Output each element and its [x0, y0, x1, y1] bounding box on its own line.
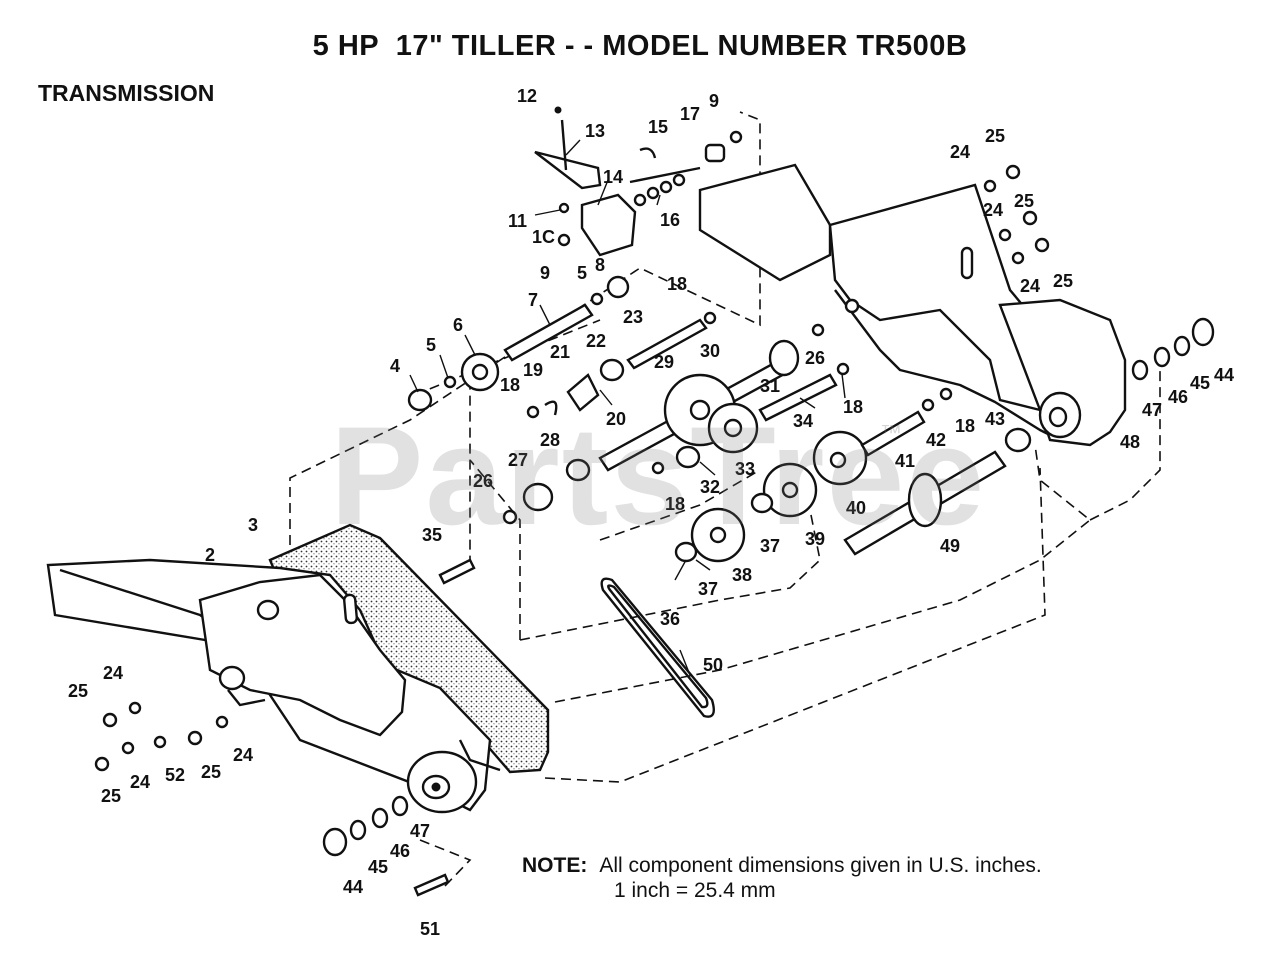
callout-45a: 45 [1190, 373, 1210, 393]
section-heading: TRANSMISSION [38, 80, 215, 106]
callout-7: 7 [528, 290, 538, 310]
callout-24d: 24 [103, 663, 123, 683]
note-label: NOTE: [522, 854, 588, 877]
callout-17: 17 [680, 104, 700, 124]
callout-10: 1C [532, 227, 555, 247]
callout-34: 34 [793, 411, 813, 431]
partstree-watermark: PartsTree [330, 397, 987, 554]
callout-37a: 37 [698, 579, 718, 599]
callout-30: 30 [700, 341, 720, 361]
callout-37b: 37 [760, 536, 780, 556]
callout-3: 3 [248, 515, 258, 535]
callout-46b: 46 [390, 841, 410, 861]
callout-43: 43 [985, 409, 1005, 429]
callout-20: 20 [606, 409, 626, 429]
callout-29: 29 [654, 352, 674, 372]
callout-8: 8 [595, 255, 605, 275]
callout-25b: 25 [1014, 191, 1034, 211]
callout-47b: 47 [410, 821, 430, 841]
callout-32: 32 [700, 477, 720, 497]
callout-38: 38 [732, 565, 752, 585]
callout-39: 39 [805, 529, 825, 549]
callout-14: 14 [603, 167, 623, 187]
callout-25c: 25 [1053, 271, 1073, 291]
callout-24b: 24 [983, 200, 1003, 220]
callout-5b: 5 [426, 335, 436, 355]
note-line-2: 1 inch = 25.4 mm [614, 879, 776, 902]
diagram-title: 5 HP 17" TILLER - - MODEL NUMBER TR500B [312, 30, 968, 62]
callout-48: 48 [1120, 432, 1140, 452]
callout-40: 40 [846, 498, 866, 518]
callout-24c: 24 [1020, 276, 1040, 296]
shift-lever-group [534, 106, 743, 257]
callout-45b: 45 [368, 857, 388, 877]
callout-51: 51 [420, 919, 440, 939]
callout-24a: 24 [950, 142, 970, 162]
callout-18a: 18 [667, 274, 687, 294]
right-housing [698, 163, 1127, 447]
callout-25e: 25 [201, 762, 221, 782]
callout-42: 42 [926, 430, 946, 450]
assembly-guide-lines [289, 111, 1161, 887]
callout-9b: 9 [540, 263, 550, 283]
callout-24e: 24 [233, 745, 253, 765]
callout-4: 4 [390, 356, 400, 376]
callout-19: 19 [523, 360, 543, 380]
callout-18e: 18 [955, 416, 975, 436]
watermark-trademark: ™ [880, 420, 902, 445]
hardware [94, 164, 1215, 897]
shafts-and-gears [407, 275, 1032, 718]
callout-23: 23 [623, 307, 643, 327]
callout-26a: 26 [805, 348, 825, 368]
note-line-1: All component dimensions given in U.S. i… [599, 854, 1042, 877]
callout-25a: 25 [985, 126, 1005, 146]
callout-11: 11 [508, 211, 527, 231]
callout-18c: 18 [843, 397, 863, 417]
callout-5a: 5 [577, 263, 587, 283]
callout-33: 33 [735, 459, 755, 479]
dimension-note: NOTE: All component dimensions given in U… [522, 853, 1042, 903]
callout-9a: 9 [709, 91, 719, 111]
callout-31: 31 [760, 376, 780, 396]
callout-49: 49 [940, 536, 960, 556]
callout-12: 12 [517, 86, 537, 106]
callout-41: 41 [895, 451, 915, 471]
callout-27: 27 [508, 450, 528, 470]
callout-26b: 26 [473, 471, 493, 491]
callout-13: 13 [585, 121, 605, 141]
callout-36: 36 [660, 609, 680, 629]
callout-44a: 44 [1214, 365, 1234, 385]
callout-25d: 25 [68, 681, 88, 701]
callout-47a: 47 [1142, 400, 1162, 420]
callout-18d: 18 [665, 494, 685, 514]
callout-35: 35 [422, 525, 442, 545]
callout-18b: 18 [500, 375, 520, 395]
callout-21: 21 [550, 342, 570, 362]
callout-44b: 44 [343, 877, 363, 897]
callout-52: 52 [165, 765, 185, 785]
callout-2: 2 [205, 545, 215, 565]
callout-24f: 24 [130, 772, 150, 792]
callout-50: 50 [703, 655, 723, 675]
left-housing [46, 523, 550, 814]
callout-6: 6 [453, 315, 463, 335]
callout-25f: 25 [101, 786, 121, 806]
callout-15: 15 [648, 117, 668, 137]
callout-numbers: 12 13 15 17 9 14 11 1C 16 9 5 8 7 18 23 … [68, 86, 1234, 939]
callout-22: 22 [586, 331, 606, 351]
callout-46a: 46 [1168, 387, 1188, 407]
callout-16: 16 [660, 210, 680, 230]
leader-lines [409, 139, 846, 676]
callout-28: 28 [540, 430, 560, 450]
